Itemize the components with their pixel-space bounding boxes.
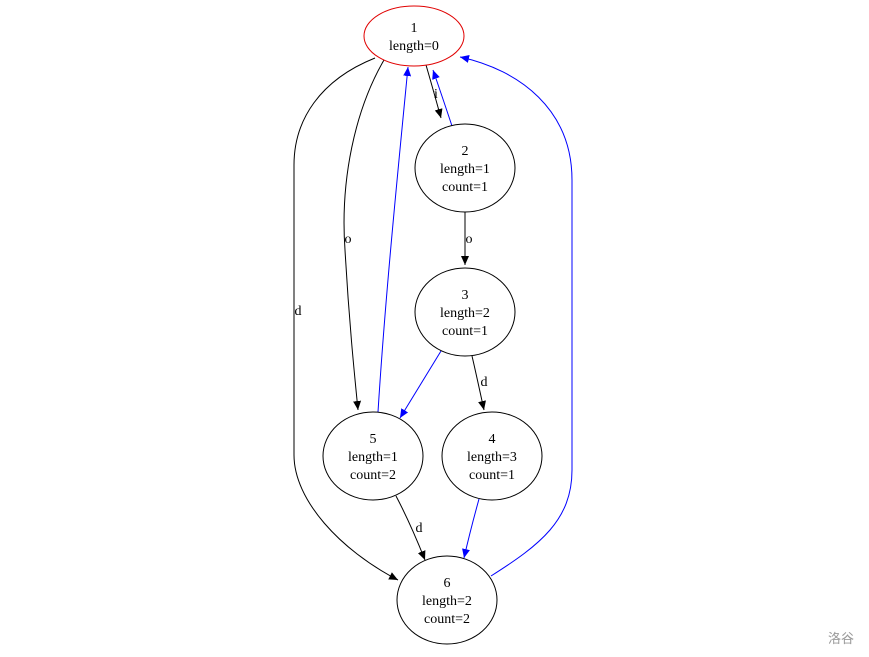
state-node-3-line-1: length=2 — [440, 306, 490, 321]
watermark-logo-text: 洛谷 — [828, 632, 855, 647]
state-node-2: 2 length=1 count=1 — [414, 123, 516, 213]
edge-label-2-to-3: o — [466, 232, 473, 247]
state-node-5: 5 length=1 count=2 — [322, 411, 424, 501]
edges-layer: i o d o d d — [293, 55, 573, 581]
edge-label-5-to-6: d — [416, 521, 423, 536]
edge-label-3-to-4: d — [481, 375, 488, 390]
nodes-layer: 1 length=0 2 length=1 count=1 3 length=2 count=… — [322, 5, 543, 645]
state-node-4-line-0: 4 — [489, 432, 496, 447]
state-node-3-ellipse — [414, 267, 516, 357]
state-node-5-line-2: count=2 — [350, 468, 396, 483]
state-node-3-line-0: 3 — [462, 288, 469, 303]
state-node-4-line-2: count=1 — [469, 468, 515, 483]
state-node-4: 4 length=3 count=1 — [441, 411, 543, 501]
edge-label-1-to-6: d — [295, 304, 302, 319]
state-node-4-line-1: length=3 — [467, 450, 517, 465]
state-node-2-line-2: count=1 — [442, 180, 488, 195]
suffix-link-6-to-1 — [459, 55, 573, 577]
state-node-1: 1 length=0 — [363, 5, 465, 67]
transition-edge-1-to-2 — [425, 64, 443, 119]
suffix-link-4-to-6 — [462, 498, 480, 559]
state-node-5-line-1: length=1 — [348, 450, 398, 465]
state-node-1-ellipse — [363, 5, 465, 67]
state-node-5-line-0: 5 — [370, 432, 377, 447]
suffix-link-2-to-1 — [432, 69, 453, 127]
state-node-6: 6 length=2 count=2 — [396, 555, 498, 645]
suffix-link-5-to-1 — [377, 66, 412, 413]
edge-label-1-to-5: o — [345, 232, 352, 247]
state-node-6-line-2: count=2 — [424, 612, 470, 627]
transition-edge-5-to-6 — [395, 495, 426, 561]
transition-edge-3-to-4 — [471, 355, 486, 411]
state-node-2-line-1: length=1 — [440, 162, 490, 177]
state-node-6-line-0: 6 — [444, 576, 451, 591]
state-node-1-line-0: 1 — [411, 21, 418, 36]
transition-edge-1-to-5 — [343, 59, 385, 411]
state-node-1-line-1: length=0 — [389, 39, 439, 54]
state-node-3: 3 length=2 count=1 — [414, 267, 516, 357]
state-node-6-line-1: length=2 — [422, 594, 472, 609]
state-node-6-ellipse — [396, 555, 498, 645]
transition-edge-1-to-6 — [293, 57, 399, 581]
state-node-2-ellipse — [414, 123, 516, 213]
state-node-4-ellipse — [441, 411, 543, 501]
suffix-link-3-to-5 — [399, 350, 442, 419]
state-node-2-line-0: 2 — [462, 144, 469, 159]
state-node-5-ellipse — [322, 411, 424, 501]
state-node-3-line-2: count=1 — [442, 324, 488, 339]
edge-label-1-to-2: i — [434, 87, 438, 102]
